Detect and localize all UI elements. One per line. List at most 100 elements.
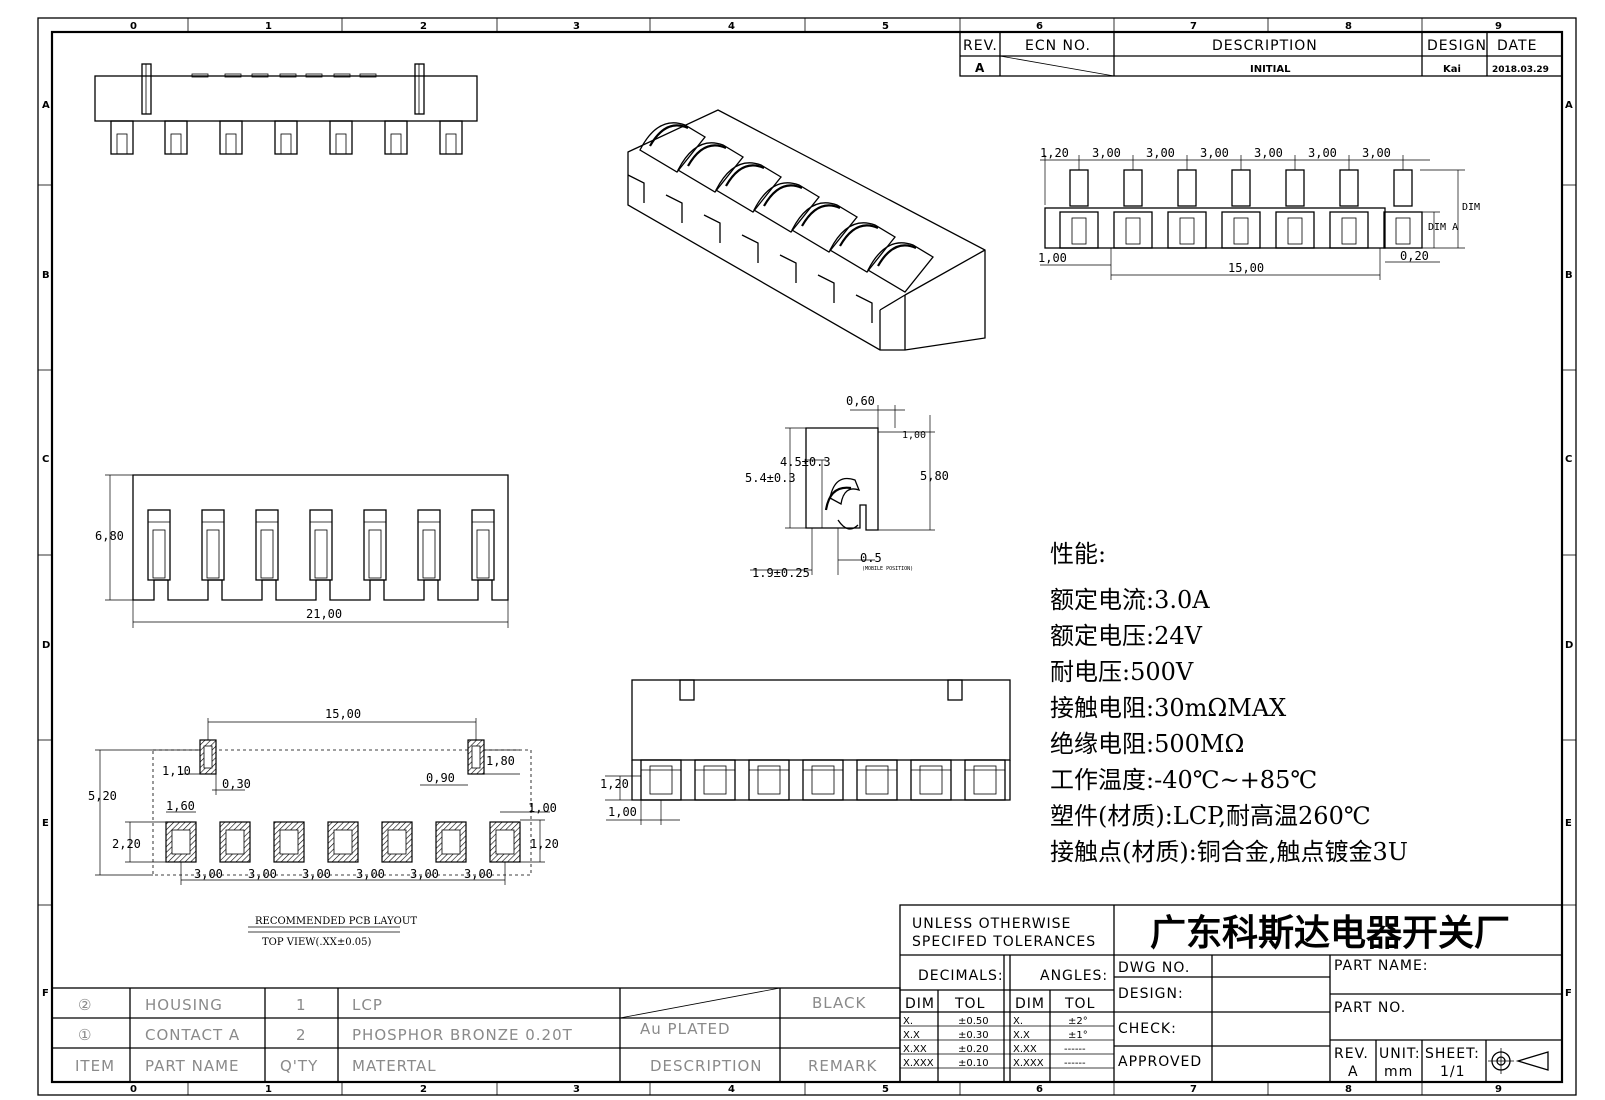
top-view [94,63,478,155]
ecn-header: ECN NO. [1025,38,1091,54]
row-label: C [1565,454,1572,465]
ang-dim: X.X [1013,1030,1030,1041]
spec-item: 耐电压:500V [1050,658,1194,686]
dim-label: 3,00 [356,867,385,881]
row-label: B [1565,270,1573,281]
dim-label: 3,00 [194,867,223,881]
row-label: B [42,270,50,281]
row-label: E [42,818,49,829]
ang-tol: ±1° [1068,1030,1088,1041]
projection-symbol-icon [1488,1048,1549,1074]
dim-label: 1,20 [600,777,629,791]
col-label: 2 [420,1084,427,1095]
dwg-no-label: DWG NO. [1118,960,1190,976]
bom-material: LCP [352,996,383,1014]
ang-tol: ------ [1064,1058,1086,1069]
col-label: 6 [1036,21,1043,32]
sheet-label: SHEET: [1425,1046,1480,1062]
bom-remark: BLACK [812,994,866,1012]
ang-dim: X. [1013,1016,1023,1027]
bom-header-item: ITEM [75,1057,115,1075]
spec-item: 绝缘电阻:500MΩ [1050,730,1244,758]
dec-dim: X.XXX [903,1058,934,1069]
bom-item: ① [78,1026,92,1044]
dec-dim: X.XX [903,1044,927,1055]
dim-label: 0,60 [846,394,875,408]
row-label: D [1565,640,1573,651]
spec-item: 接触点(材质):铜合金,触点镀金3U [1050,838,1408,866]
dim-label: 15,00 [325,707,361,721]
dim-label: 3,00 [1200,146,1229,160]
tolerance-note-line2: SPECIFED TOLERANCES [912,934,1096,950]
bom-header-name: PART NAME [145,1057,240,1075]
rev-header: REV. [963,38,998,54]
date-header: DATE [1497,38,1537,54]
revision-table: REV. ECN NO. DESCRIPTION DESIGN DATE A I… [959,31,1563,77]
bom-name: HOUSING [145,996,223,1014]
bottom-view: 1,20 1,00 [600,679,1011,825]
col-label: 7 [1190,1084,1197,1095]
col-label: 1 [265,1084,272,1095]
col-label: 1 [265,21,272,32]
row-label: E [1565,818,1572,829]
pcb-caption-line2: TOP VIEW(.XX±0.05) [262,937,371,948]
ang-tol: ------ [1064,1044,1086,1055]
dec-dim: X.X [903,1030,920,1041]
bom-desc: Au PLATED [640,1020,731,1038]
rev-value: A [1348,1064,1359,1080]
tol-label: TOL [954,996,985,1012]
spec-item: 额定电流:3.0A [1050,586,1210,614]
col-label: 2 [420,21,427,32]
spec-title: 性能: [1050,540,1106,568]
dim-label: 3,00 [464,867,493,881]
rev-label: REV. [1334,1046,1369,1062]
spec-item: 塑件(材质):LCP,耐高温260℃ [1050,802,1371,830]
pcb-layout: 15,00 1,10 0,30 0,90 1,80 5,20 1,60 2,20… [88,707,559,948]
dim-label: DIM [1462,202,1480,213]
title-block: UNLESS OTHERWISE SPECIFED TOLERANCES 广东科… [899,904,1563,1083]
design-value: Kai [1443,64,1461,75]
bom-header-remark: REMARK [808,1057,878,1075]
bom-header-material: MATERTAL [352,1057,437,1075]
dim-note: (MOBILE POSITION) [862,566,913,572]
dim-label: 1,00 [1038,251,1067,265]
dim-label: 3,00 [410,867,439,881]
part-name-label: PART NAME: [1334,958,1429,974]
dim-label: 0.5 [860,551,882,565]
col-label: 0 [130,21,137,32]
check-label: CHECK: [1118,1021,1177,1037]
col-label: 7 [1190,21,1197,32]
row-label: C [42,454,49,465]
row-label: A [1565,100,1573,111]
col-label: 8 [1345,21,1352,32]
col-label: 5 [882,21,889,32]
bom-header-desc: DESCRIPTION [650,1057,763,1075]
ang-tol: ±2° [1068,1016,1088,1027]
dim-label: 3,00 [248,867,277,881]
tol-label: TOL [1064,996,1095,1012]
company-name: 广东科斯达电器开关厂 [1150,913,1510,954]
part-no-label: PART NO. [1334,1000,1406,1016]
side-view: 0,60 1,00 4.5±0.3 5.4±0.3 5,80 1.9±0.25 … [745,394,949,580]
dim-label: 1,20 [1040,146,1069,160]
unit-value: mm [1384,1064,1413,1080]
rev-value: A [975,61,985,75]
col-label: 4 [728,21,735,32]
dim-label: DIM [905,996,935,1012]
dim-label: 3,00 [1092,146,1121,160]
row-label: A [42,100,50,111]
dim-label: 6,80 [95,529,124,543]
dim-label: 5.4±0.3 [745,471,796,485]
dim-label: 1,10 [162,764,191,778]
front-view: 6,80 21,00 [95,474,509,628]
dim-label: 3,00 [1254,146,1283,160]
dim-label: 1,80 [486,754,515,768]
dim-label: 1,00 [528,801,557,815]
dim-label: 0,90 [426,771,455,785]
col-label: 6 [1036,1084,1043,1095]
row-label: F [42,988,49,999]
dim-label: 2,20 [112,837,141,851]
dim-label: 1.9±0.25 [752,566,810,580]
row-label: F [1565,988,1572,999]
pcb-caption-line1: RECOMMENDED PCB LAYOUT [255,916,417,927]
